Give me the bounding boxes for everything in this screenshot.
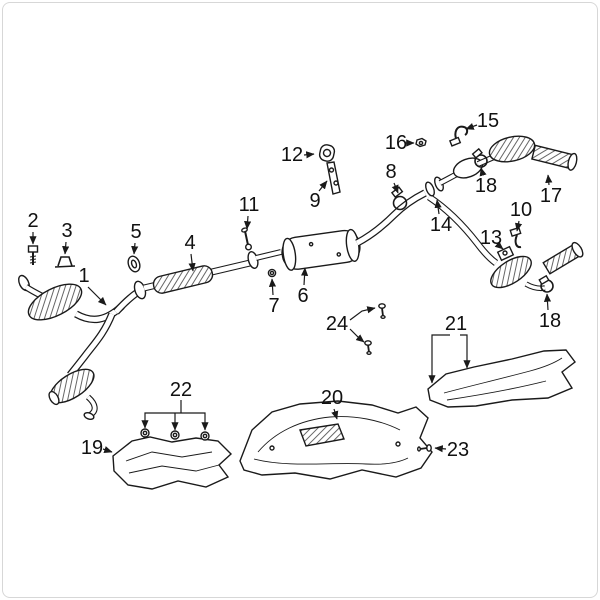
muffler	[281, 228, 361, 271]
callout-leader-21	[428, 334, 450, 384]
callout-leader-10	[514, 220, 523, 232]
clamp-part-18-lower	[538, 274, 554, 293]
callout-leader-22	[141, 412, 181, 429]
lower-tail-stub	[83, 394, 98, 420]
part-number-20: 20	[321, 387, 343, 409]
catalytic-converter-rear-right	[490, 255, 532, 289]
heat-shield-left-part-19	[112, 436, 233, 490]
callout-leader-7	[268, 278, 277, 296]
part-number-6: 6	[297, 285, 308, 307]
callout-leader-24	[349, 306, 376, 321]
part-number-18: 18	[539, 310, 561, 332]
push-nut-part-22c	[200, 431, 210, 441]
part-number-18: 18	[475, 175, 497, 197]
callout-leader-9	[318, 180, 328, 192]
callout-leader-23	[434, 445, 447, 453]
callout-leader-12	[303, 151, 315, 159]
front-pipe-tube-down	[67, 312, 116, 378]
callout-leader-1	[87, 286, 107, 306]
bracket-part-13	[496, 245, 515, 262]
callout-leader-21	[460, 334, 471, 369]
flex-coupling	[152, 265, 214, 294]
part-number-11: 11	[239, 194, 260, 216]
part-number-8: 8	[385, 161, 396, 183]
front-pipe-merge	[113, 288, 141, 315]
bolt-part-23	[417, 444, 432, 452]
down-pipe-tube	[427, 194, 499, 266]
hanger-rod-part-15	[448, 125, 469, 147]
part-number-7: 7	[268, 295, 279, 317]
callout-leader-24	[349, 328, 365, 343]
callout-leader-14	[434, 199, 442, 215]
callout-leader-22	[181, 412, 209, 431]
tailpipe-lower	[542, 241, 584, 275]
nut-part-7	[267, 268, 277, 278]
bolt-part-16	[415, 137, 427, 148]
part-number-23: 23	[447, 439, 469, 461]
stud-part-11	[241, 227, 252, 251]
part-number-13: 13	[480, 227, 502, 249]
front-pipe-assembly	[18, 274, 147, 420]
tailpipe-assembly-upper	[415, 125, 578, 197]
part-number-19: 19	[81, 437, 103, 459]
catalytic-converter-rear-upper	[488, 135, 536, 163]
bolt-part-2	[27, 245, 39, 265]
hardware-left	[27, 227, 277, 278]
callout-leader-13	[494, 241, 504, 250]
part-number-17: 17	[540, 185, 562, 207]
callout-leader-19	[102, 446, 113, 453]
part-number-4: 4	[184, 232, 195, 254]
callout-leader-6	[300, 267, 309, 286]
flange-part-14a	[425, 181, 435, 197]
callout-leader-11	[244, 215, 252, 230]
callout-leader-3	[62, 241, 70, 255]
part-number-9: 9	[309, 190, 320, 212]
callout-leader-15	[465, 122, 478, 130]
lower-flange	[48, 390, 60, 406]
callout-leader-17	[545, 174, 553, 186]
part-number-2: 2	[27, 210, 38, 232]
inlet-stub	[24, 284, 44, 299]
rear-stub-lower	[524, 281, 546, 292]
center-pipe-stub	[255, 249, 282, 261]
catalytic-converter-upper	[27, 283, 83, 321]
center-pipe	[143, 249, 282, 294]
callout-leader-20	[331, 408, 339, 420]
bracket-part-9	[326, 161, 341, 195]
bolt-part-24b	[364, 340, 372, 356]
part-number-5: 5	[130, 221, 141, 243]
heat-shield-center-part-20	[239, 400, 433, 480]
part-number-22: 22	[170, 379, 192, 401]
part-number-15: 15	[477, 110, 499, 132]
part-number-10: 10	[510, 199, 532, 221]
bolt-part-24a	[378, 303, 386, 320]
hanger-grommet-part-12	[318, 144, 336, 162]
gasket-part-5	[127, 255, 141, 273]
push-nut-part-22a	[140, 428, 150, 438]
callout-leader-18	[479, 167, 487, 177]
part-number-24: 24	[326, 313, 348, 335]
callout-leader-18	[543, 293, 552, 311]
tailpipe-assembly-lower	[427, 194, 584, 293]
hanger-rod-part-10	[509, 226, 522, 249]
part-number-16: 16	[385, 132, 407, 154]
part-number-1: 1	[78, 265, 89, 287]
part-number-14: 14	[430, 214, 452, 236]
part-number-12: 12	[281, 144, 303, 166]
callout-leader-8	[391, 182, 399, 194]
callout-leader-5	[131, 242, 139, 255]
clamp-part-18-upper	[471, 147, 488, 168]
heat-shields	[112, 303, 576, 490]
part-number-3: 3	[61, 220, 72, 242]
main-pipe-rear	[355, 189, 427, 247]
heat-shield-right-part-21	[427, 349, 576, 408]
tailpipe-upper-part-17	[531, 144, 578, 171]
callout-leader-4	[188, 253, 196, 272]
bracket-part-3	[54, 256, 76, 268]
part-number-21: 21	[445, 313, 467, 335]
push-nut-part-22b	[170, 430, 180, 440]
